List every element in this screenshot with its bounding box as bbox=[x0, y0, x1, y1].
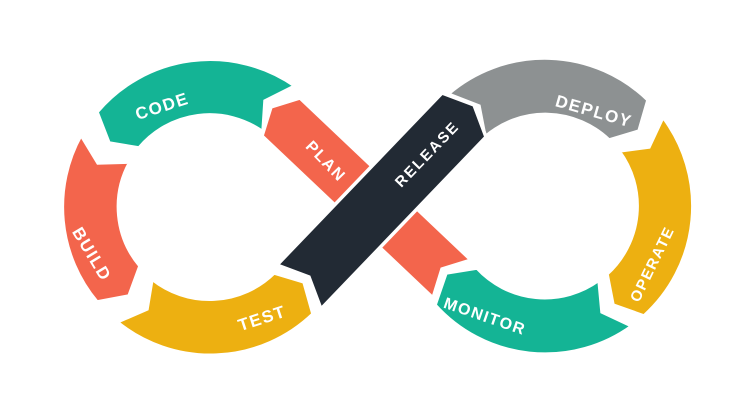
segment-deploy bbox=[444, 56, 650, 142]
segment-operate bbox=[605, 113, 695, 318]
segment-code bbox=[94, 57, 299, 150]
segment-test bbox=[113, 271, 315, 357]
segment-build bbox=[60, 131, 142, 304]
segment-monitor bbox=[433, 266, 636, 356]
segment-release bbox=[273, 90, 489, 313]
